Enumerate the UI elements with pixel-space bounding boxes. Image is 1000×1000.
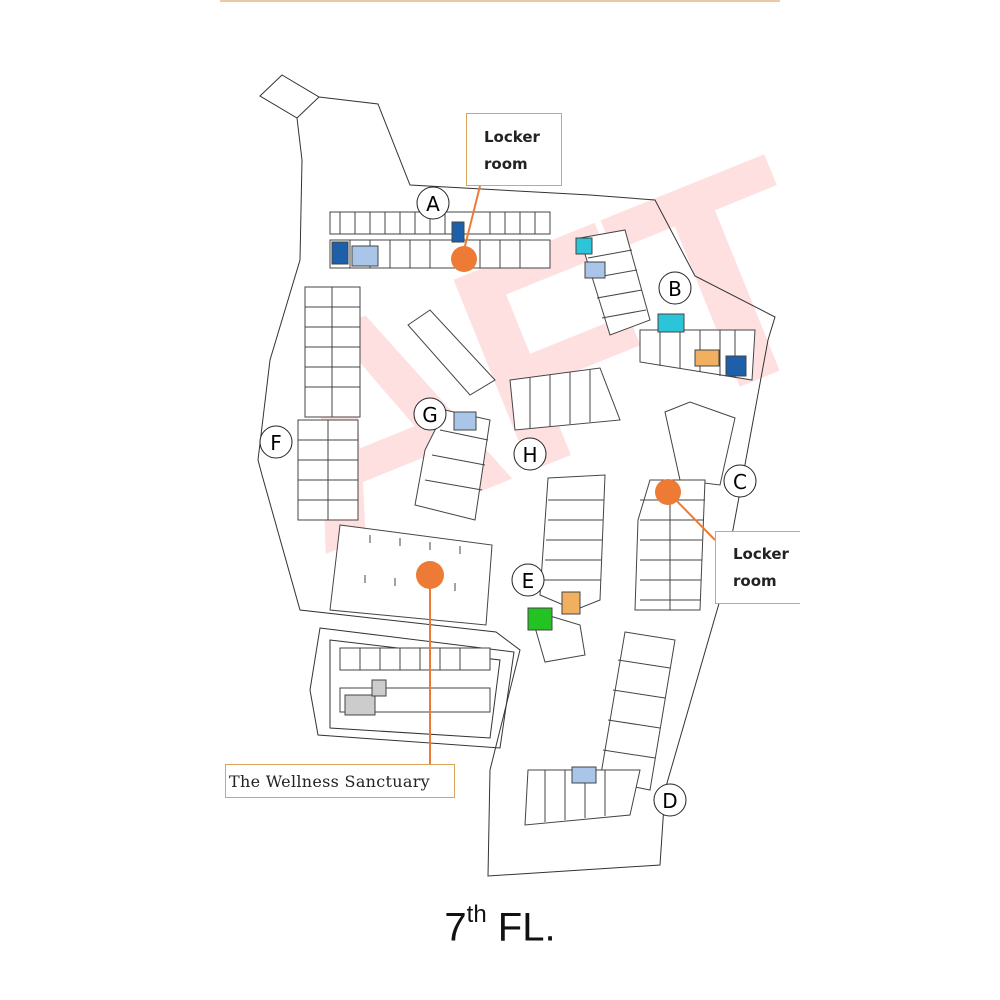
building-g [407, 309, 496, 521]
callout-line-2: room [733, 572, 777, 590]
svg-text:B: B [668, 277, 682, 301]
floor-label: 7th FL. [0, 901, 1000, 950]
label-circle-h: H [513, 437, 547, 471]
floor-suffix: th [466, 901, 487, 928]
callout-locker-room-c: Locker room [715, 531, 800, 604]
parking-lot [329, 524, 493, 626]
label-circle-g: G [413, 397, 447, 431]
building-b [575, 229, 756, 381]
label-circle-a: A [416, 186, 450, 220]
svg-text:D: D [662, 789, 677, 813]
building-a [329, 211, 551, 269]
svg-text:C: C [733, 470, 747, 494]
building-f [297, 286, 361, 521]
svg-text:E: E [522, 569, 535, 593]
marker-locker-room-c [655, 479, 681, 505]
svg-text:G: G [422, 403, 438, 427]
callout-wellness-sanctuary: The Wellness Sanctuary [225, 764, 455, 798]
building-e [527, 474, 606, 663]
label-circle-c: C [723, 464, 757, 498]
wellness-building [339, 647, 491, 716]
building-labels: A B C D E F G H [259, 186, 757, 817]
callout-line-1: Locker [733, 545, 789, 563]
leader-line-a [463, 185, 481, 251]
label-circle-e: E [511, 563, 545, 597]
marker-wellness [416, 561, 444, 589]
floor-number: 7 [444, 905, 467, 950]
callout-line-1: Locker [484, 128, 540, 146]
building-d [524, 631, 676, 826]
callout-locker-room-a: Locker room [466, 113, 562, 186]
label-circle-d: D [653, 783, 687, 817]
svg-text:H: H [522, 443, 537, 467]
callout-line-2: room [484, 155, 528, 173]
marker-locker-room-a [451, 246, 477, 272]
label-circle-f: F [259, 425, 293, 459]
svg-text:F: F [270, 431, 282, 455]
svg-text:A: A [426, 192, 440, 216]
label-circle-b: B [658, 271, 692, 305]
floor-text: FL. [497, 905, 556, 950]
building-h [509, 367, 621, 431]
